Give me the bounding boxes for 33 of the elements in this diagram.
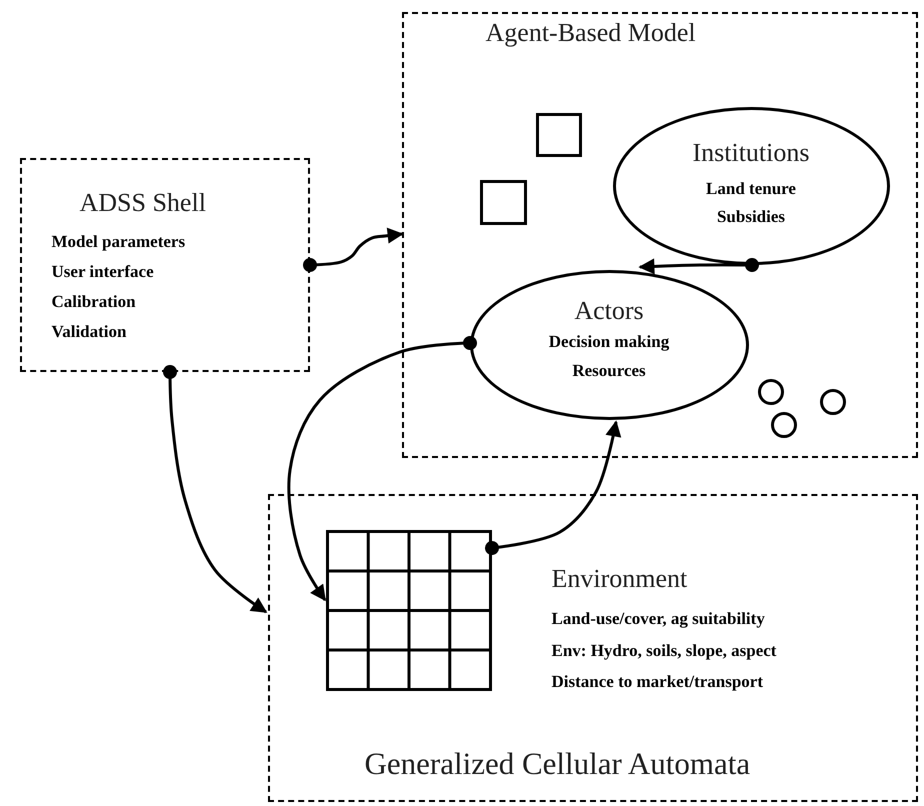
dashed-region <box>268 494 918 802</box>
list-item: Env: Hydro, soils, slope, aspect <box>552 640 776 660</box>
list-item: Distance to market/transport <box>552 672 764 692</box>
list-item: Validation <box>52 322 126 342</box>
list-item: Calibration <box>52 292 136 312</box>
list-item: Land-use/cover, ag suitability <box>552 608 765 628</box>
circle <box>770 412 796 438</box>
square <box>480 180 526 224</box>
region-title: Actors <box>573 296 645 326</box>
list-item: Model parameters <box>52 232 186 252</box>
list-item: Decision making <box>548 332 670 352</box>
connector-arrow <box>638 258 759 274</box>
dashed-region <box>402 12 918 458</box>
ellipse-node <box>470 270 748 420</box>
grid-drawing <box>326 530 492 690</box>
list-item: User interface <box>52 262 154 282</box>
list-item: Resources <box>571 361 647 381</box>
circle <box>820 388 846 414</box>
connector-arrow <box>485 420 622 555</box>
region-title: Environment <box>552 564 688 594</box>
connector-arrow <box>287 336 477 602</box>
region-title: Generalized Cellular Automata <box>364 746 750 782</box>
square <box>536 112 582 156</box>
ellipse-node <box>612 106 890 264</box>
connector-arrow <box>163 365 268 614</box>
list-item: Land tenure <box>705 179 797 199</box>
region-title: Institutions <box>691 138 810 168</box>
circle <box>758 378 784 404</box>
connector-arrow <box>303 228 404 272</box>
region-title: ADSS Shell <box>80 188 206 218</box>
region-title: Agent-Based Model <box>486 18 696 48</box>
list-item: Subsidies <box>716 207 786 227</box>
dashed-region <box>20 158 310 372</box>
